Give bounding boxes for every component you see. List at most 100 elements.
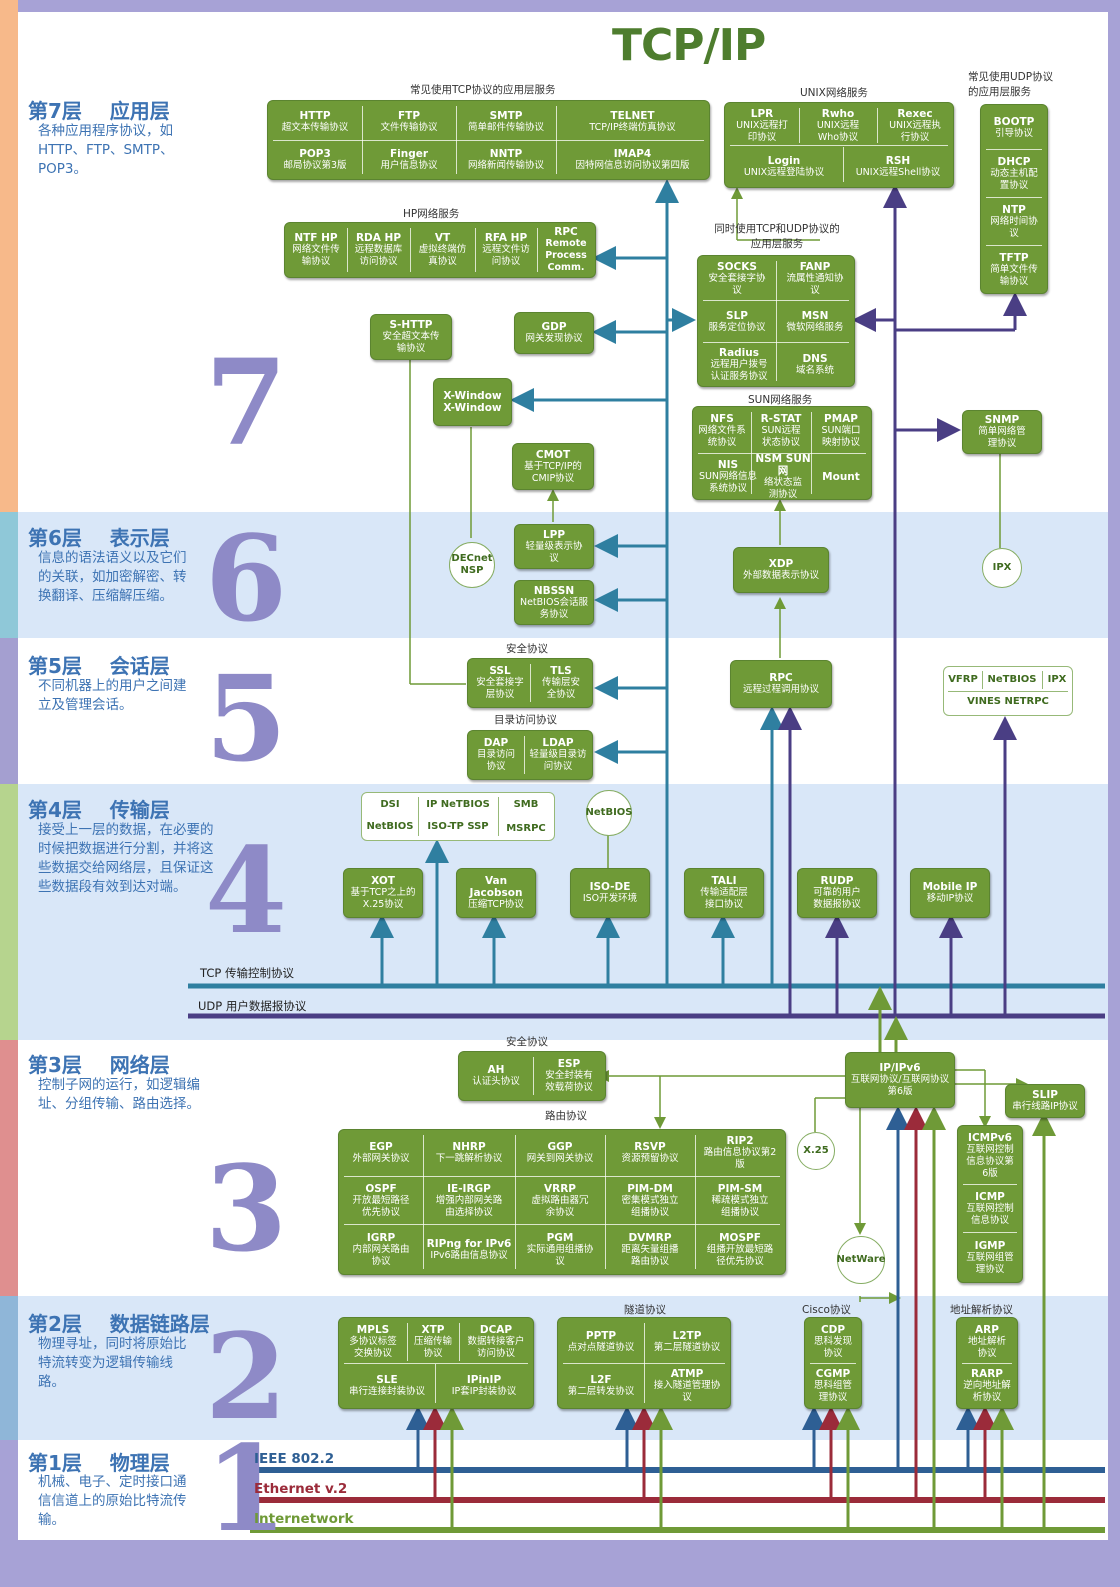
main-title: TCP/IP [612, 20, 766, 71]
layer-number-1: 1 [205, 1419, 288, 1558]
caption-cisco: Cisco协议 [802, 1304, 851, 1316]
netware-circle: NetWare [836, 1236, 886, 1284]
strip-2 [0, 1296, 18, 1440]
cmot-name: CMOT [535, 448, 571, 461]
ipx5-cell: IPX [1047, 674, 1067, 685]
xdp-name: XDP [768, 558, 794, 570]
layer-number-3: 3 [205, 1139, 288, 1278]
isode-desc: ISO开发环境 [582, 893, 638, 904]
netbios-circle: NetBIOS [586, 790, 633, 836]
caption-tcp-apps: 常见使用TCP协议的应用层服务 [410, 84, 556, 96]
layer-2-desc: 物理寻址，同时将原始比特流转变为逻辑传输线路。 [38, 1336, 187, 1390]
layer-4-title: 第4层 传输层 [28, 798, 170, 822]
layer-number-4: 4 [205, 821, 288, 960]
layer-5-desc: 不同机器上的用户之间建立及管理会话。 [38, 678, 187, 713]
layer-3-desc: 控制子网的运行，如逻辑编址、分组传输、路由选择。 [38, 1077, 200, 1112]
xot-desc: 基于TCP之上的X.25协议 [350, 887, 416, 910]
tali-name: TALI [711, 875, 737, 887]
gdp-name: GDP [541, 321, 567, 333]
ipnetbios-cell: IP NeTBIOS [426, 799, 490, 810]
vj-name: Van Jacobson [469, 875, 523, 899]
nbssn-name: NBSSN [533, 584, 575, 597]
layer-7-title: 第7层 应用层 [28, 99, 170, 123]
gdp-desc: 网关发现协议 [525, 333, 583, 344]
strip-6 [0, 512, 18, 638]
isotp-cell: ISO-TP SSP [427, 821, 489, 832]
x25-circle: X.25 [797, 1132, 835, 1170]
slip-name: SLIP [1032, 1089, 1058, 1101]
lpp-name: LPP [542, 528, 566, 541]
caption-udp-apps: 常见使用UDP协议的应用层服务 [968, 71, 1054, 98]
vj-desc: 压缩TCP协议 [468, 899, 524, 910]
cmot-desc: 基于TCP/IP的CMIP协议 [524, 460, 582, 484]
caption-tunnel: 隧道协议 [624, 1304, 666, 1316]
ieee-label: IEEE 802.2 [254, 1451, 335, 1467]
rpc-desc: 远程过程调用协议 [742, 684, 819, 695]
layer-number-6: 6 [205, 509, 288, 648]
caption-security-3: 安全协议 [506, 1036, 548, 1048]
udp-bus-label: UDP 用户数据报协议 [198, 999, 307, 1013]
caption-sun: SUN网络服务 [748, 394, 813, 406]
layer-4-desc: 接受上一层的数据，在必要的时候把数据进行分割，并将这些数据交给网络层，且保证这些… [38, 822, 214, 895]
layer-6-desc: 信息的语法语义以及它们的关联，如加密解密、转换翻译、压缩解压缩。 [38, 550, 187, 604]
vines-cell: VINES NETRPC [967, 696, 1049, 707]
ip-name: IP/IPv6 [879, 1062, 921, 1074]
snmp-name: SNMP [984, 414, 1020, 426]
caption-unix: UNIX网络服务 [800, 87, 868, 99]
internetwork-label: Internetwork [254, 1511, 354, 1527]
band-layer-1 [18, 1440, 1108, 1540]
netbios-cell: NetBIOS [366, 821, 414, 832]
ipx-layer7-circle: IPX [982, 548, 1022, 588]
strip-3 [0, 1040, 18, 1296]
rudp-desc: 可靠的用户数据报协议 [813, 887, 861, 910]
layer-1-title: 第1层 物理层 [28, 1451, 170, 1475]
caption-directory: 目录访问协议 [494, 714, 557, 726]
